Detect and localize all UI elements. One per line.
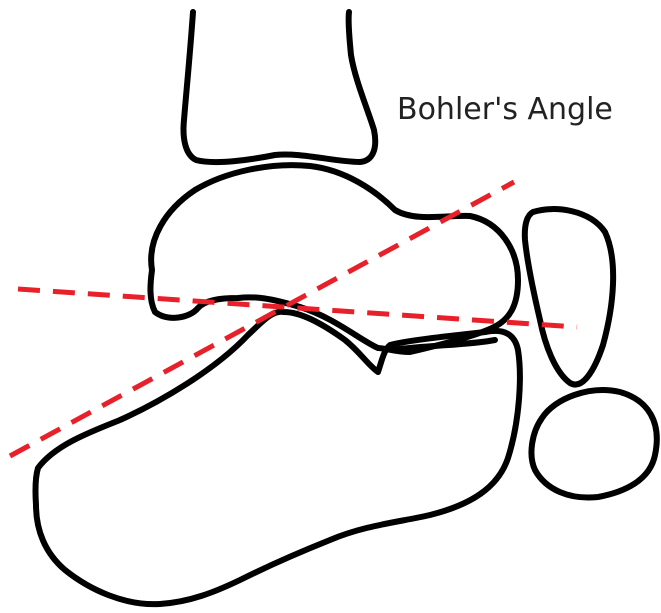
tibia-outline <box>184 12 376 162</box>
cuboid-outline <box>531 390 656 497</box>
diagram-title: Bohler's Angle <box>397 92 613 127</box>
tuberosity-line <box>18 289 577 327</box>
talus-outline <box>150 165 518 352</box>
calcaneus-outline <box>35 312 519 604</box>
navicular-outline <box>525 209 613 384</box>
